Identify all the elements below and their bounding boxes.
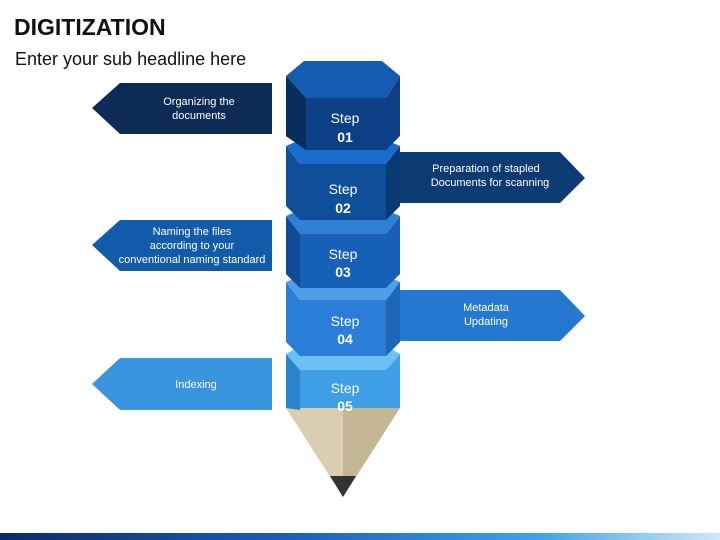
step-03-number: 03 bbox=[335, 264, 351, 280]
step-03-arrow bbox=[92, 220, 272, 271]
step-03-group: Naming the files according to your conve… bbox=[92, 210, 400, 288]
step-04-text-1: Metadata bbox=[463, 302, 510, 314]
step-02-label: Step bbox=[329, 181, 358, 197]
step-04-arrow bbox=[400, 290, 585, 341]
step-01-block bbox=[286, 76, 400, 150]
step-01-label: Step bbox=[331, 110, 360, 126]
page-title: DIGITIZATION bbox=[14, 14, 166, 40]
step-01-block-top bbox=[286, 61, 400, 98]
step-02-arrow bbox=[400, 152, 585, 203]
step-05-block bbox=[286, 354, 400, 408]
step-05-number: 05 bbox=[337, 398, 353, 414]
step-02-block-side bbox=[386, 146, 400, 220]
step-03-block-side bbox=[286, 216, 300, 288]
step-01-arrow bbox=[92, 83, 272, 134]
step-02-text-1: Preparation of stapled bbox=[432, 163, 540, 175]
step-05-text-1: Indexing bbox=[175, 379, 217, 391]
step-05-arrow bbox=[92, 358, 272, 410]
step-01-text-1: Organizing the bbox=[163, 96, 235, 108]
step-01-group: Organizing the documents Step 01 bbox=[92, 61, 400, 150]
step-03-text-2: according to your bbox=[150, 240, 235, 252]
pencil-tip-shade bbox=[343, 408, 400, 497]
step-03-label: Step bbox=[329, 246, 358, 262]
step-05-label: Step bbox=[331, 380, 360, 396]
step-02-text-2: Documents for scanning bbox=[431, 177, 550, 189]
step-02-number: 02 bbox=[335, 200, 351, 216]
step-01-text-2: documents bbox=[172, 110, 226, 122]
step-03-text-1: Naming the files bbox=[153, 226, 232, 238]
step-04-text-2: Updating bbox=[464, 316, 508, 328]
step-05-block-side bbox=[286, 354, 300, 410]
step-03-text-3: conventional naming standard bbox=[119, 254, 266, 266]
step-04-block bbox=[286, 282, 400, 356]
step-02-group: Preparation of stapled Documents for sca… bbox=[286, 140, 585, 220]
step-05-group: Indexing Step 05 bbox=[92, 346, 400, 414]
step-01-number: 01 bbox=[337, 129, 353, 145]
step-04-block-side bbox=[386, 282, 400, 356]
step-04-number: 04 bbox=[337, 331, 353, 347]
step-02-block bbox=[286, 146, 400, 220]
footer-gradient-bar bbox=[0, 533, 720, 540]
step-01-block-side bbox=[286, 76, 306, 150]
page-subtitle: Enter your sub headline here bbox=[15, 49, 247, 69]
step-04-label: Step bbox=[331, 313, 360, 329]
pencil-lead bbox=[330, 476, 356, 497]
